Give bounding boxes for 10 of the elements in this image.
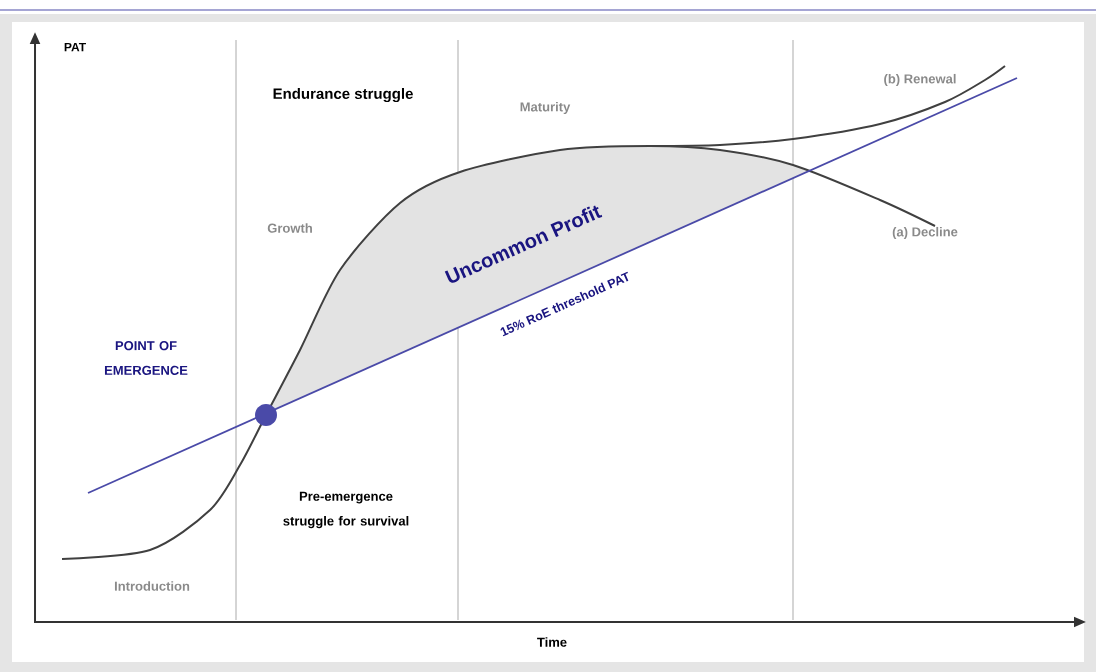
point-label: POINT OF EMERGENCE: [105, 341, 188, 375]
phase-label: (a) Decline: [892, 226, 958, 240]
phase-label: (b) Renewal: [884, 73, 956, 87]
phase-label: Introduction: [114, 581, 190, 591]
axis-label: PAT: [64, 42, 86, 52]
phase-label: Growth: [267, 223, 312, 233]
axis-label: Time: [537, 637, 567, 647]
phase-label: Pre-emergence struggle for survival: [283, 491, 409, 529]
phase-label: Maturity: [520, 101, 571, 115]
phase-label: Endurance struggle: [273, 88, 413, 103]
